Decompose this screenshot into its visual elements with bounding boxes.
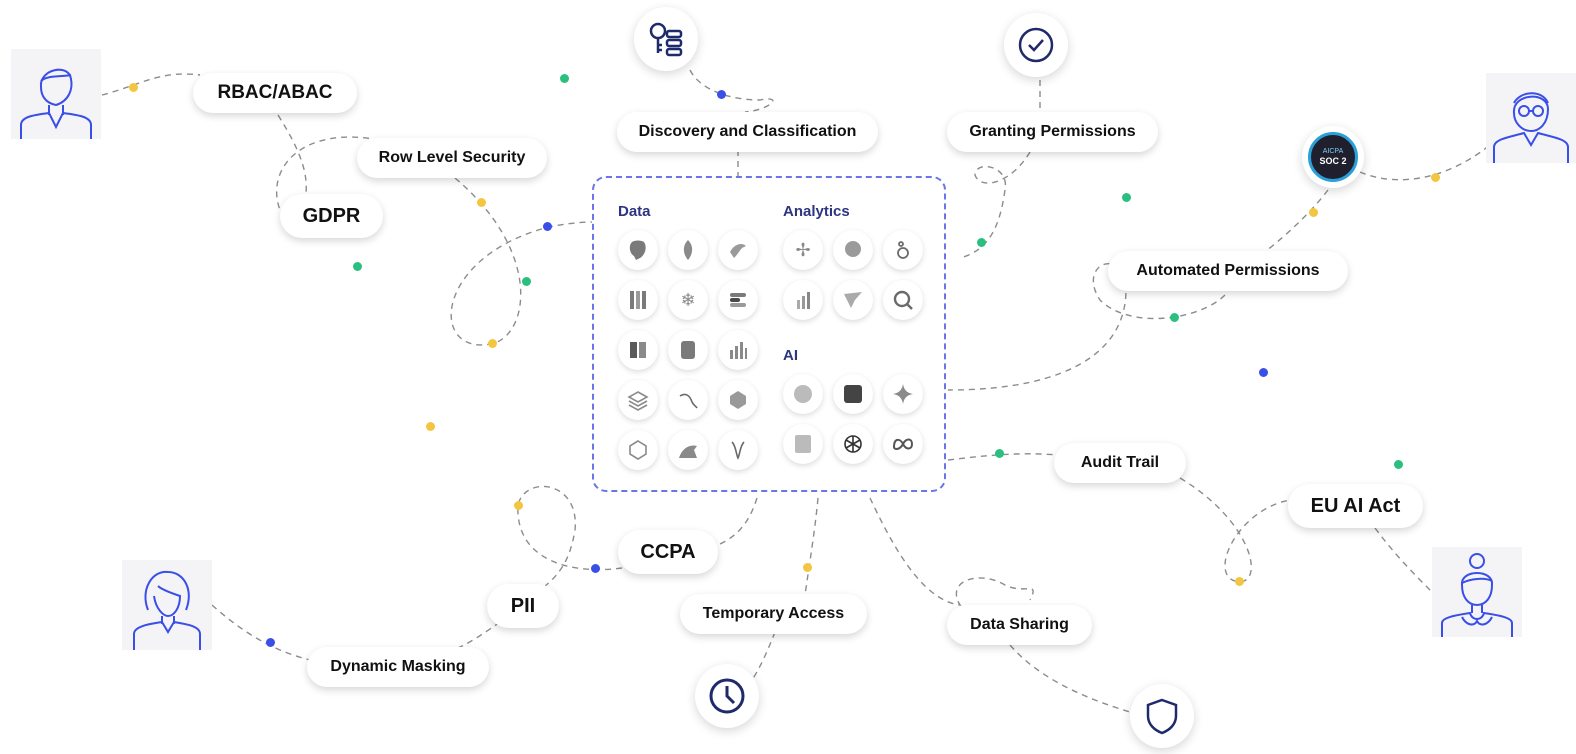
eu-ai-act-label: EU AI Act bbox=[1288, 484, 1423, 528]
meta-icon bbox=[883, 424, 923, 464]
accent-dot bbox=[543, 222, 552, 231]
accent-dot bbox=[1235, 577, 1244, 586]
accent-dot bbox=[488, 339, 497, 348]
mariadb-icon bbox=[668, 380, 708, 420]
badge-main-text: SOC 2 bbox=[1319, 156, 1347, 166]
layers-icon bbox=[618, 380, 658, 420]
accent-dot bbox=[1431, 173, 1440, 182]
huggingface-icon bbox=[783, 374, 823, 414]
mongodb-icon bbox=[668, 230, 708, 270]
accent-dot bbox=[560, 74, 569, 83]
accent-dot bbox=[1259, 368, 1268, 377]
clock-node bbox=[695, 664, 759, 728]
clock-icon bbox=[709, 678, 745, 714]
granting-permissions-label: Granting Permissions bbox=[947, 112, 1158, 152]
rbac-abac-label: RBAC/ABAC bbox=[193, 73, 357, 113]
data-sharing-label: Data Sharing bbox=[947, 605, 1092, 645]
bars-icon bbox=[718, 330, 758, 370]
accent-dot bbox=[353, 262, 362, 271]
accent-dot bbox=[266, 638, 275, 647]
woman-avatar-icon bbox=[133, 570, 201, 650]
chip-icon bbox=[833, 374, 873, 414]
openai-icon bbox=[833, 424, 873, 464]
accent-dot bbox=[1309, 208, 1318, 217]
automated-permissions-label: Automated Permissions bbox=[1108, 251, 1348, 291]
accent-dot bbox=[591, 564, 600, 573]
elastic-icon bbox=[718, 280, 758, 320]
accent-dot bbox=[977, 238, 986, 247]
accent-dot bbox=[995, 449, 1004, 458]
redshift-icon bbox=[618, 280, 658, 320]
bun-avatar-icon bbox=[1441, 553, 1513, 637]
analytics-section-title: Analytics bbox=[783, 203, 850, 220]
powerbi-icon bbox=[783, 280, 823, 320]
qlik-icon bbox=[883, 280, 923, 320]
temporary-access-label: Temporary Access bbox=[680, 594, 867, 634]
bigquery-icon bbox=[718, 380, 758, 420]
hummingbird-icon bbox=[833, 280, 873, 320]
check-node bbox=[1004, 13, 1068, 77]
shield-icon bbox=[1146, 698, 1178, 735]
accent-dot bbox=[1122, 193, 1131, 202]
looker-icon bbox=[883, 230, 923, 270]
key-list-node bbox=[634, 7, 698, 71]
looker-chat-icon bbox=[833, 230, 873, 270]
key-icon bbox=[649, 22, 683, 57]
user-avatar-glasses bbox=[1486, 73, 1576, 163]
checkmark-icon bbox=[1018, 27, 1054, 63]
mysql-dolphin-icon bbox=[718, 230, 758, 270]
user-avatar-man bbox=[11, 49, 101, 139]
dynamic-masking-label: Dynamic Masking bbox=[307, 647, 489, 687]
badge-top-text: AICPA bbox=[1322, 148, 1344, 155]
row-level-security-label: Row Level Security bbox=[357, 138, 547, 178]
accent-dot bbox=[477, 198, 486, 207]
audit-trail-label: Audit Trail bbox=[1054, 443, 1186, 483]
integrations-hub: Data Analytics AI ❄ ✢ bbox=[592, 176, 946, 492]
s3-icon bbox=[618, 330, 658, 370]
accent-dot bbox=[129, 83, 138, 92]
stack-icon bbox=[618, 430, 658, 470]
accent-dot bbox=[717, 90, 726, 99]
gemini-icon bbox=[883, 374, 923, 414]
data-section-title: Data bbox=[618, 203, 651, 220]
database-icon bbox=[668, 330, 708, 370]
seal-icon bbox=[668, 430, 708, 470]
postgres-icon bbox=[618, 230, 658, 270]
accent-dot bbox=[426, 422, 435, 431]
accent-dot bbox=[803, 563, 812, 572]
snowflake-icon: ❄ bbox=[668, 280, 708, 320]
discovery-classification-label: Discovery and Classification bbox=[617, 112, 878, 152]
user-avatar-bun bbox=[1432, 547, 1522, 637]
pii-label: PII bbox=[487, 584, 559, 628]
accent-dot bbox=[522, 277, 531, 286]
glasses-avatar-icon bbox=[1493, 92, 1569, 163]
ai-section-title: AI bbox=[783, 347, 798, 364]
ccpa-label: CCPA bbox=[618, 530, 718, 574]
cockroach-icon bbox=[718, 430, 758, 470]
user-avatar-woman bbox=[122, 560, 212, 650]
soc2-badge: AICPA SOC 2 bbox=[1302, 126, 1364, 188]
gdpr-label: GDPR bbox=[280, 194, 383, 238]
accent-dot bbox=[1170, 313, 1179, 322]
accent-dot bbox=[514, 501, 523, 510]
shield-node bbox=[1130, 684, 1194, 748]
accent-dot bbox=[1394, 460, 1403, 469]
tableau-icon: ✢ bbox=[783, 230, 823, 270]
document-icon bbox=[783, 424, 823, 464]
man-avatar-icon bbox=[20, 68, 92, 139]
